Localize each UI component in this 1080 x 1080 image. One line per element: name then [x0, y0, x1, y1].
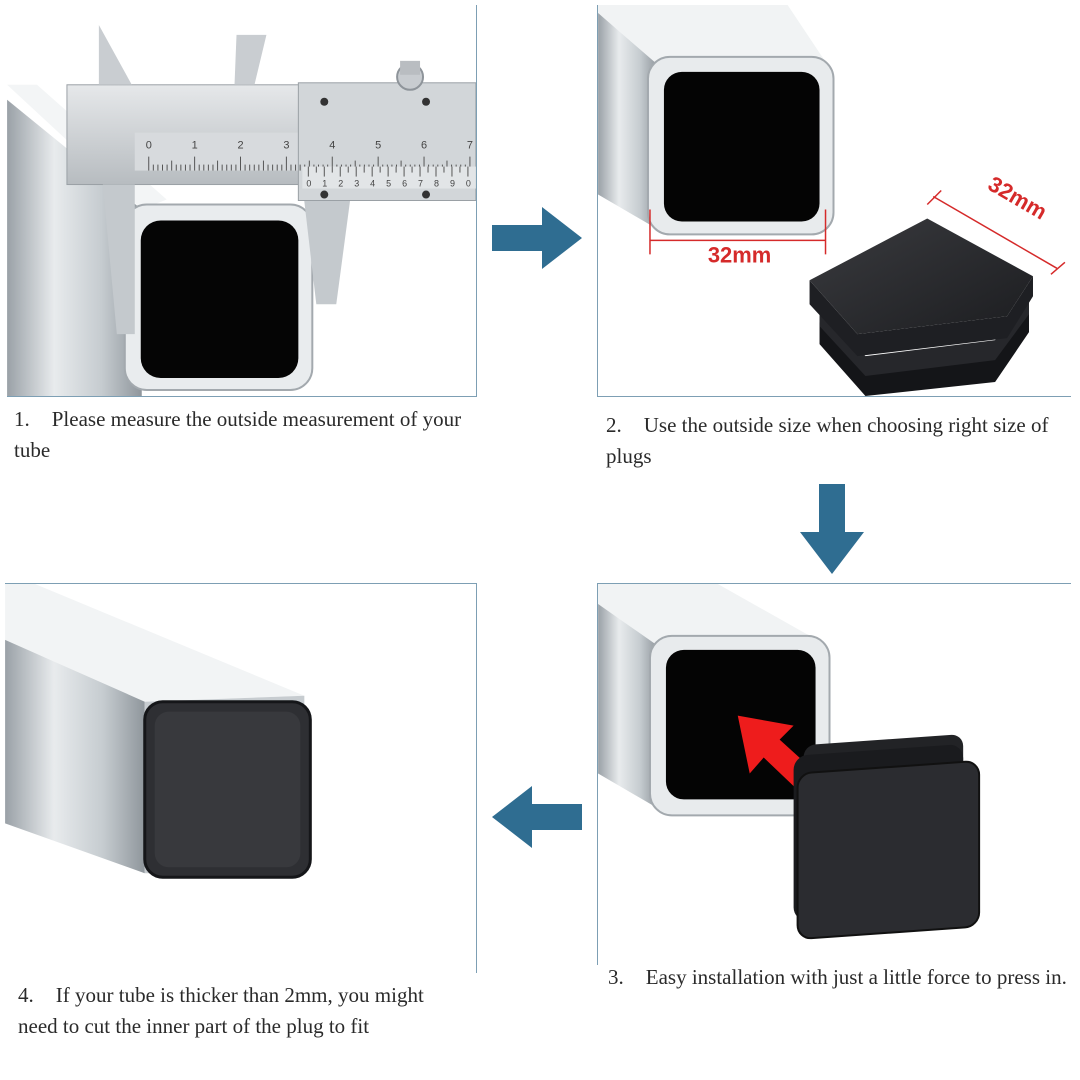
step-3-panel: [597, 583, 1071, 965]
step-3-number: 3.: [608, 965, 624, 989]
fitted-plug-illustration: [5, 584, 312, 879]
step-1-number: 1.: [14, 407, 30, 431]
step-2-caption: 2.Use the outside size when choosing rig…: [606, 410, 1080, 472]
vernier-scale-label: 0: [466, 179, 471, 189]
main-scale-label: 2: [238, 140, 244, 152]
vernier-scale-label: 4: [370, 179, 375, 189]
step-1-text: Please measure the outside measurement o…: [14, 407, 462, 462]
step-4-caption: 4.If your tube is thicker than 2mm, you …: [18, 980, 458, 1042]
tube-and-plug-dimensions: 32mm 32mm: [598, 5, 1066, 396]
arrow-right-icon: [492, 207, 582, 269]
main-scale-label: 0: [146, 140, 152, 152]
plug-dimension-label: 32mm: [984, 171, 1051, 224]
vernier-scale-label: 9: [450, 179, 455, 189]
main-scale-label: 4: [329, 140, 335, 152]
step-3-caption: 3. Easy installation with just a little f…: [608, 962, 1078, 993]
arrow-left-icon: [492, 786, 582, 848]
step-4-panel: [5, 583, 477, 973]
step-2-panel: 32mm 32mm: [597, 5, 1071, 397]
vernier-scale-label: 6: [402, 179, 407, 189]
step-3-text: Easy installation with just a little for…: [645, 965, 1067, 989]
step-1-caption: 1.Please measure the outside measurement…: [14, 404, 484, 466]
vernier-scale-label: 8: [434, 179, 439, 189]
vernier-scale-label: 5: [386, 179, 391, 189]
step-1-panel: 0 1 2 3 4 5 6 7 0 1 2 3 4 5 6 7 8 9 0: [7, 5, 477, 397]
step-2-number: 2.: [606, 413, 622, 437]
step-4-text: If your tube is thicker than 2mm, you mi…: [18, 983, 424, 1038]
caliper-measuring-illustration: 0 1 2 3 4 5 6 7 0 1 2 3 4 5 6 7 8 9 0: [7, 24, 476, 396]
main-scale-label: 7: [467, 140, 473, 152]
vernier-scale-label: 2: [338, 179, 343, 189]
step-4-number: 4.: [18, 983, 34, 1007]
step-2-text: Use the outside size when choosing right…: [606, 413, 1049, 468]
vernier-scale-label: 1: [322, 179, 327, 189]
vernier-scale-labels: 0 1 2 3 4 5 6 7 8 9 0: [306, 179, 471, 189]
plug-installation-illustration: [598, 584, 981, 940]
arrow-down-icon: [800, 484, 864, 574]
vernier-scale-label: 7: [418, 179, 423, 189]
main-scale-label: 1: [192, 140, 198, 152]
vernier-scale-ticks: [307, 166, 469, 177]
vernier-scale-label: 0: [306, 179, 311, 189]
main-scale-labels: 0 1 2 3 4 5 6 7: [146, 140, 473, 152]
main-scale-label: 3: [283, 140, 289, 152]
vernier-scale-label: 3: [354, 179, 359, 189]
tube-dimension-label: 32mm: [708, 242, 771, 267]
main-scale-label: 6: [421, 140, 427, 152]
main-scale-label: 5: [375, 140, 381, 152]
